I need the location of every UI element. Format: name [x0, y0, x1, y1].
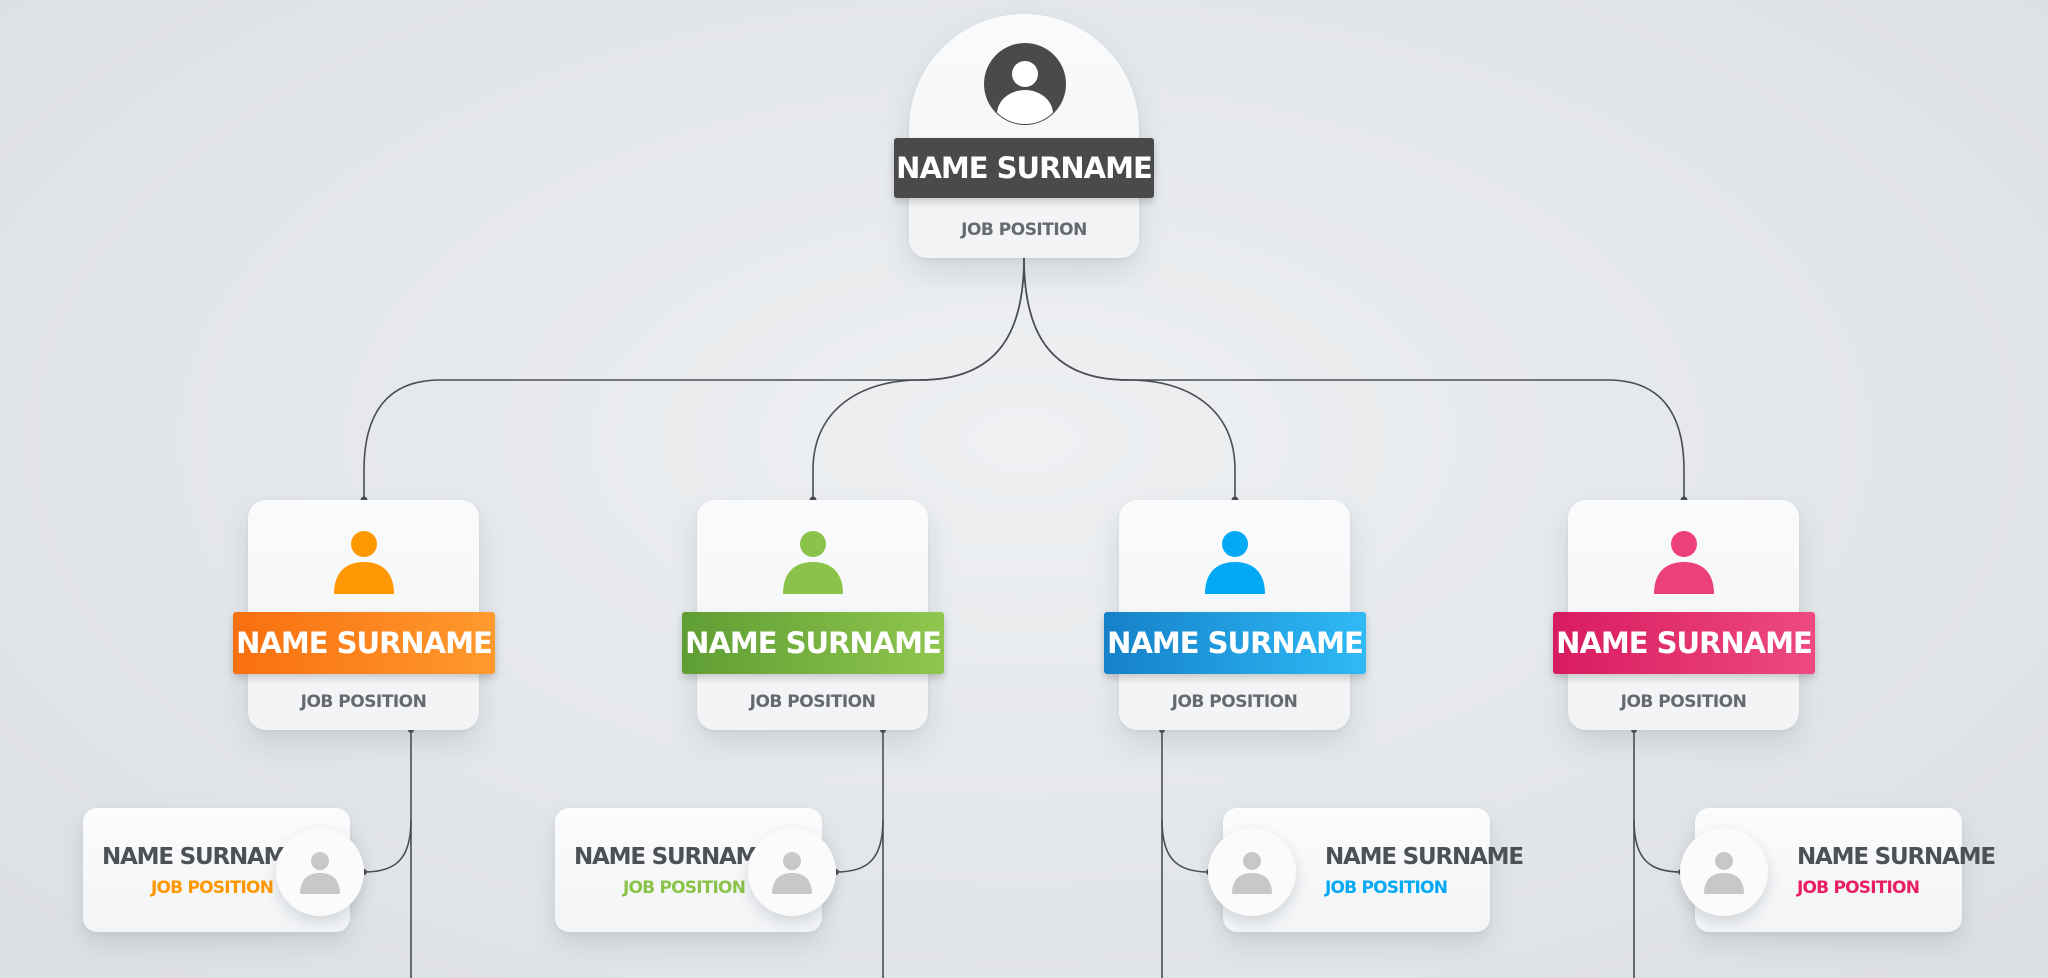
ceo-job-position: JOB POSITION	[961, 220, 1087, 240]
person-icon	[1205, 531, 1265, 594]
connector-to-manager-2	[812, 257, 1025, 500]
connector-report-2-branch	[835, 819, 884, 873]
manager-4-job-position: JOB POSITION	[1620, 692, 1747, 712]
ceo-name: NAME SURNAME	[894, 138, 1154, 198]
connector-report-3-branch	[1161, 819, 1210, 873]
manager-3-job-position: JOB POSITION	[1171, 692, 1298, 712]
connector-to-manager-4	[1023, 257, 1685, 500]
person-icon	[300, 852, 340, 894]
manager-4-name: NAME SURNAME	[1553, 612, 1815, 674]
report-3-job-position: JOB POSITION	[1325, 878, 1448, 898]
person-icon	[984, 43, 1066, 125]
person-icon	[772, 852, 812, 894]
report-1-name: NAME SURNAME	[102, 844, 301, 870]
report-3-name: NAME SURNAME	[1325, 844, 1524, 870]
manager-card-2: NAME SURNAME JOB POSITION	[682, 500, 944, 730]
person-icon	[783, 531, 843, 594]
manager-2-name: NAME SURNAME	[682, 612, 944, 674]
connector-to-manager-3	[1023, 257, 1236, 500]
manager-card-4: NAME SURNAME JOB POSITION	[1553, 500, 1815, 730]
report-2-name: NAME SURNAME	[574, 844, 773, 870]
manager-1-job-position: JOB POSITION	[300, 692, 427, 712]
report-4-job-position: JOB POSITION	[1797, 878, 1920, 898]
manager-2-job-position: JOB POSITION	[749, 692, 876, 712]
report-1-job-position: JOB POSITION	[151, 878, 274, 898]
report-4-name: NAME SURNAME	[1797, 844, 1996, 870]
connector-report-1-branch	[363, 819, 412, 873]
person-icon	[1704, 852, 1744, 894]
person-icon	[1654, 531, 1714, 594]
manager-1-name: NAME SURNAME	[233, 612, 495, 674]
report-1-avatar	[276, 828, 364, 916]
connector-report-4-branch	[1633, 819, 1682, 873]
report-2-avatar	[748, 828, 836, 916]
report-4-avatar	[1680, 828, 1768, 916]
manager-card-1: NAME SURNAME JOB POSITION	[233, 500, 495, 730]
manager-3-name: NAME SURNAME	[1104, 612, 1366, 674]
person-icon	[334, 531, 394, 594]
connector-to-manager-1	[363, 257, 1025, 500]
manager-card-3: NAME SURNAME JOB POSITION	[1104, 500, 1366, 730]
person-icon	[1232, 852, 1272, 894]
report-2-job-position: JOB POSITION	[623, 878, 746, 898]
ceo-card: NAME SURNAME JOB POSITION	[894, 14, 1154, 258]
report-3-avatar	[1208, 828, 1296, 916]
